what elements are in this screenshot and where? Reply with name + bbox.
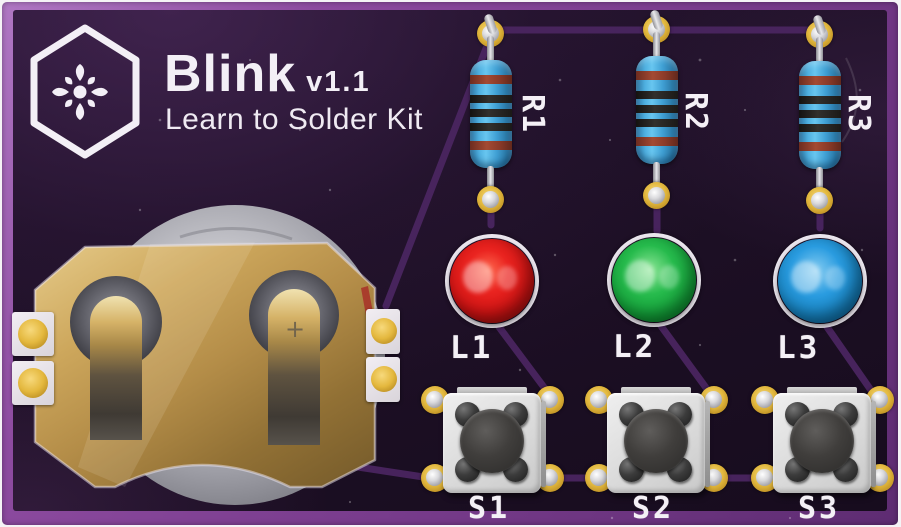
silkscreen-label-s3: S3 (798, 491, 841, 526)
resistor-band (470, 123, 512, 131)
solder-pad (477, 13, 504, 47)
button-plunger (790, 409, 854, 473)
solder-joint (426, 391, 443, 408)
surface-scratch (841, 57, 858, 143)
silkscreen-refdes-r1: R1 (515, 94, 550, 135)
button-plunger (460, 409, 524, 473)
silkscreen-label-l3: L3 (777, 330, 821, 366)
silkscreen-label-s1: S1 (468, 491, 511, 526)
resistor-band (470, 109, 512, 117)
tactile-button-s1 (421, 385, 564, 527)
resistor-lead (487, 166, 494, 192)
solder-pad (643, 9, 670, 43)
resistor-band (636, 105, 678, 113)
silkscreen-refdes-r2: R2 (678, 92, 713, 133)
smd-pad-right-1 (366, 309, 400, 354)
led-l1-red (445, 234, 539, 328)
resistor-r1 (451, 8, 531, 213)
solder-joint (482, 191, 499, 208)
silkscreen-refdes-r3: R3 (841, 94, 876, 135)
button-metal-tab (787, 387, 857, 397)
smd-pad-left-2 (12, 361, 54, 405)
solder-pad (643, 182, 670, 209)
silkscreen-label-l1: L1 (450, 330, 494, 366)
solder-joint (756, 469, 773, 486)
resistor-body (636, 56, 678, 164)
led-l2-green (607, 233, 701, 327)
clip-tab-left (90, 296, 142, 440)
resistor-body (799, 61, 841, 169)
smd-pad-left-1 (12, 312, 54, 356)
silkscreen-label-s2: S2 (632, 491, 675, 526)
resistor-band (799, 96, 841, 104)
logo-hexagon-spark-icon (24, 22, 146, 172)
button-body (607, 393, 710, 493)
tactile-button-s3 (751, 385, 894, 527)
tactile-button-s2 (585, 385, 728, 527)
led-l3-blue (773, 234, 867, 328)
led-dome (612, 238, 696, 322)
dust-specks (138, 58, 864, 520)
trace-l2-s2 (657, 322, 716, 400)
led-dome (450, 239, 534, 323)
board-version: v1.1 (306, 66, 371, 98)
resistor-body (470, 60, 512, 168)
resistor-band (636, 137, 678, 146)
resistor-r3 (780, 9, 860, 214)
resistor-band (636, 91, 678, 99)
resistor-band (799, 124, 841, 132)
battery-plus-mark: + (285, 315, 305, 343)
solder-joint (811, 192, 828, 209)
smd-pad-right-2 (366, 357, 400, 402)
button-plunger (624, 409, 688, 473)
battery-engraving (179, 226, 293, 241)
resistor-lead (487, 36, 494, 70)
button-metal-tab (457, 387, 527, 397)
spark-icon (52, 64, 108, 120)
solder-pad (477, 186, 504, 213)
resistor-lead (653, 32, 660, 66)
resistor-band (799, 110, 841, 118)
resistor-band (636, 119, 678, 127)
board-title: Blink (164, 45, 297, 103)
resistor-lead (653, 162, 660, 188)
button-body (443, 393, 546, 493)
button-metal-tab (621, 387, 691, 397)
trace-l1-s1 (495, 323, 556, 402)
solder-joint (590, 391, 607, 408)
solder-joint (590, 469, 607, 486)
solder-pad (806, 187, 833, 214)
title-block: Blink v1.1 (164, 48, 371, 100)
resistor-band (470, 95, 512, 103)
resistor-band (799, 142, 841, 151)
solder-joint (426, 469, 443, 486)
resistor-band (799, 76, 841, 85)
resistor-lead (816, 37, 823, 71)
battery-holder: + (30, 195, 390, 518)
solder-joint (648, 187, 665, 204)
resistor-lead (816, 167, 823, 193)
led-dome (778, 239, 862, 323)
solder-joint (756, 391, 773, 408)
button-body (773, 393, 876, 493)
trace-l3-s3 (823, 323, 879, 400)
silkscreen-label-l2: L2 (613, 329, 657, 365)
clip-tab-right (268, 289, 320, 445)
resistor-band (636, 71, 678, 80)
resistor-r2 (617, 4, 697, 209)
board-subtitle: Learn to Solder Kit (165, 103, 423, 136)
resistor-band (470, 141, 512, 150)
resistor-band (470, 75, 512, 84)
